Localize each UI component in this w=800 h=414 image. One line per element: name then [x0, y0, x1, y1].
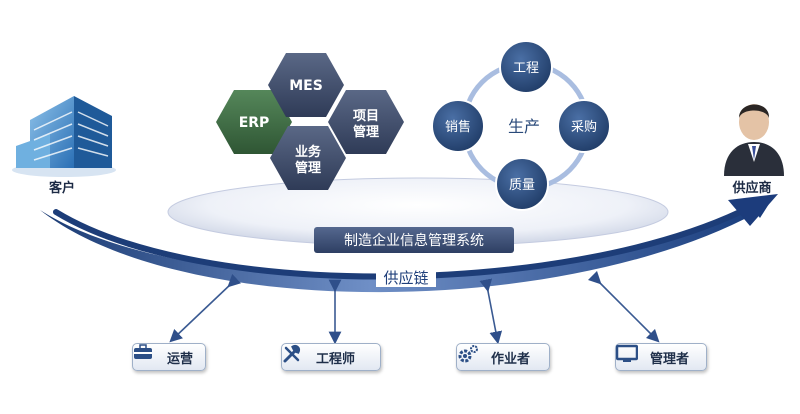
role-operator: 作业者 [456, 343, 550, 371]
supplier-label: 供应商 [731, 180, 771, 196]
gears-icon [458, 345, 485, 367]
hex-erp-label: ERP [239, 115, 270, 131]
role-operations-label: 运营 [167, 351, 194, 367]
role-operator-label: 作业者 [491, 351, 531, 367]
production-center-label: 生产 [508, 117, 540, 136]
hex-project [328, 90, 404, 154]
node-purchasing: 采购 [571, 119, 597, 135]
node-engineering: 工程 [513, 61, 539, 76]
production-nodes [431, 40, 611, 211]
hex-business-label: 业务管理 [295, 144, 322, 176]
role-connectors [169, 270, 660, 345]
supply-chain-label: 供应链 [383, 269, 428, 287]
customer-label: 客户 [49, 180, 75, 196]
role-engineer-label: 工程师 [316, 351, 356, 367]
projTxt-line-1: 管理 [353, 124, 379, 140]
person-icon [724, 104, 784, 176]
hex-erp [216, 90, 292, 154]
role-manager-label: 管理者 [650, 351, 690, 367]
bizTxt-line-0: 业务 [295, 144, 322, 160]
hex-mes-label: MES [289, 78, 323, 94]
module-hexagons [216, 53, 404, 190]
supplier-arrowhead [728, 194, 778, 226]
hex-project-label: 项目管理 [353, 109, 379, 140]
projTxt-line-0: 项目 [353, 109, 379, 124]
supply-chain-label-bg [376, 267, 436, 287]
system-banner-label: 制造企业信息管理系统 [344, 232, 484, 249]
hex-mes [268, 53, 344, 117]
toolbox-icon [134, 344, 161, 367]
system-banner [314, 227, 514, 253]
hex-business [270, 126, 346, 190]
role-operations: 运营 [132, 343, 206, 371]
tools-icon [283, 344, 310, 367]
building-icon [12, 96, 116, 177]
node-quality: 质量 [509, 178, 535, 193]
node-sales: 销售 [445, 119, 471, 135]
role-manager: 管理者 [615, 343, 707, 371]
monitor-icon [616, 344, 644, 367]
bizTxt-line-1: 管理 [295, 160, 321, 176]
role-engineer: 工程师 [281, 343, 381, 371]
